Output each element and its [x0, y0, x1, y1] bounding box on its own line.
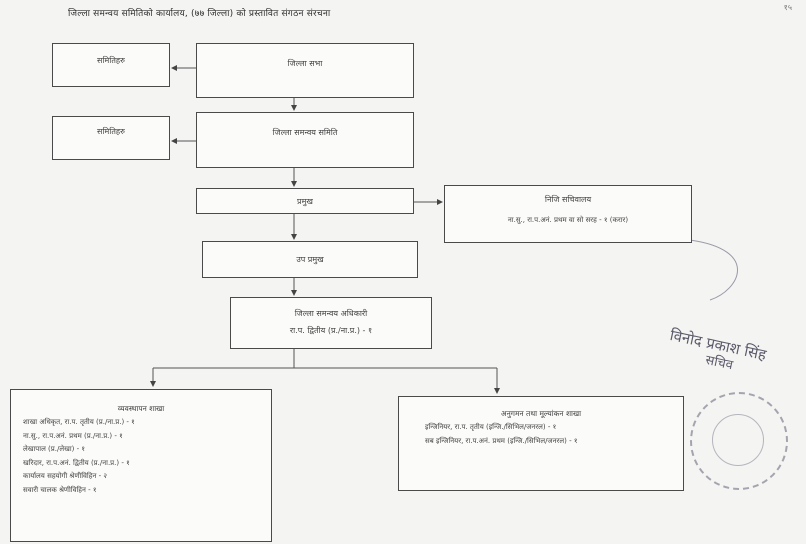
page-number: १५	[783, 3, 792, 12]
chief-label: प्रमुख	[297, 197, 313, 206]
coordination-subcommittee-label: समितिहरु	[97, 127, 125, 136]
official-seal-emblem	[712, 414, 764, 466]
admin-item: कार्यालय सहयोगी श्रेणीविहिन - २	[23, 472, 107, 481]
monitoring-item: इन्जिनियर, रा.प. तृतीय (इन्जि./सिभिल/जनर…	[425, 423, 557, 431]
secretariat-title: निजि सचिवालय	[544, 195, 592, 204]
box-coordination-subcommittee: समितिहरु	[52, 116, 170, 160]
admin-item: ना.सु., रा.प.अनं. प्रथम (प्र./ना.प्र.) -…	[23, 431, 123, 440]
admin-item: लेखापाल (प्र./लेखा) - १	[23, 445, 85, 454]
assembly-committee-label: समितिहरु	[97, 56, 125, 65]
admin-item: सवारी चालक श्रेणीविहिन - १	[23, 485, 97, 494]
official-seal	[690, 392, 788, 490]
admin-section-title: व्यवस्थापन शाखा	[117, 404, 165, 413]
admin-item: शाखा अधिकृत, रा.प. तृतीय (प्र./ना.प्र.) …	[23, 418, 135, 426]
box-chief-secretariat: निजि सचिवालय ना.सु., रा.प.अनं. प्रथम वा …	[444, 185, 692, 243]
secretariat-detail: ना.सु., रा.प.अनं. प्रथम वा सो सरह - १ (क…	[507, 216, 629, 224]
box-district-coordination-officer: जिल्ला समन्वय अधिकारी रा.प. द्वितीय (प्र…	[230, 297, 432, 349]
box-assembly-committee: समितिहरु	[52, 43, 170, 87]
officer-title: जिल्ला समन्वय अधिकारी	[294, 309, 368, 318]
admin-section-list: शाखा अधिकृत, रा.प. तृतीय (प्र./ना.प्र.) …	[23, 416, 271, 498]
officer-detail: रा.प. द्वितीय (प्र./ना.प्र.) - १	[289, 326, 373, 335]
admin-item: खरिदार, रा.प.अनं. द्वितीय (प्र./ना.प्र.)…	[23, 458, 130, 467]
page-title: जिल्ला समन्वय समितिको कार्यालय, (७७ जिल्…	[68, 9, 331, 19]
monitoring-section-title: अनुगमन तथा मूल्यांकन शाखा	[500, 409, 582, 418]
box-deputy-chief: उप प्रमुख	[202, 241, 418, 278]
box-monitoring-section: अनुगमन तथा मूल्यांकन शाखा इन्जिनियर, रा.…	[398, 396, 684, 491]
district-assembly-label: जिल्ला सभा	[287, 59, 323, 68]
box-chief: प्रमुख	[196, 188, 414, 214]
signature-stroke	[689, 239, 738, 301]
monitoring-section-list: इन्जिनियर, रा.प. तृतीय (इन्जि./सिभिल/जनर…	[425, 421, 683, 448]
box-administration-section: व्यवस्थापन शाखा शाखा अधिकृत, रा.प. तृतीय…	[10, 389, 272, 542]
deputy-chief-label: उप प्रमुख	[296, 255, 324, 264]
box-district-assembly: जिल्ला सभा	[196, 43, 414, 98]
monitoring-item: सब इन्जिनियर, रा.प.अनं. प्रथम (इन्जि./सि…	[425, 436, 578, 445]
box-district-coordination-committee: जिल्ला समन्वय समिति	[196, 112, 414, 168]
dcc-label: जिल्ला समन्वय समिति	[272, 128, 338, 137]
